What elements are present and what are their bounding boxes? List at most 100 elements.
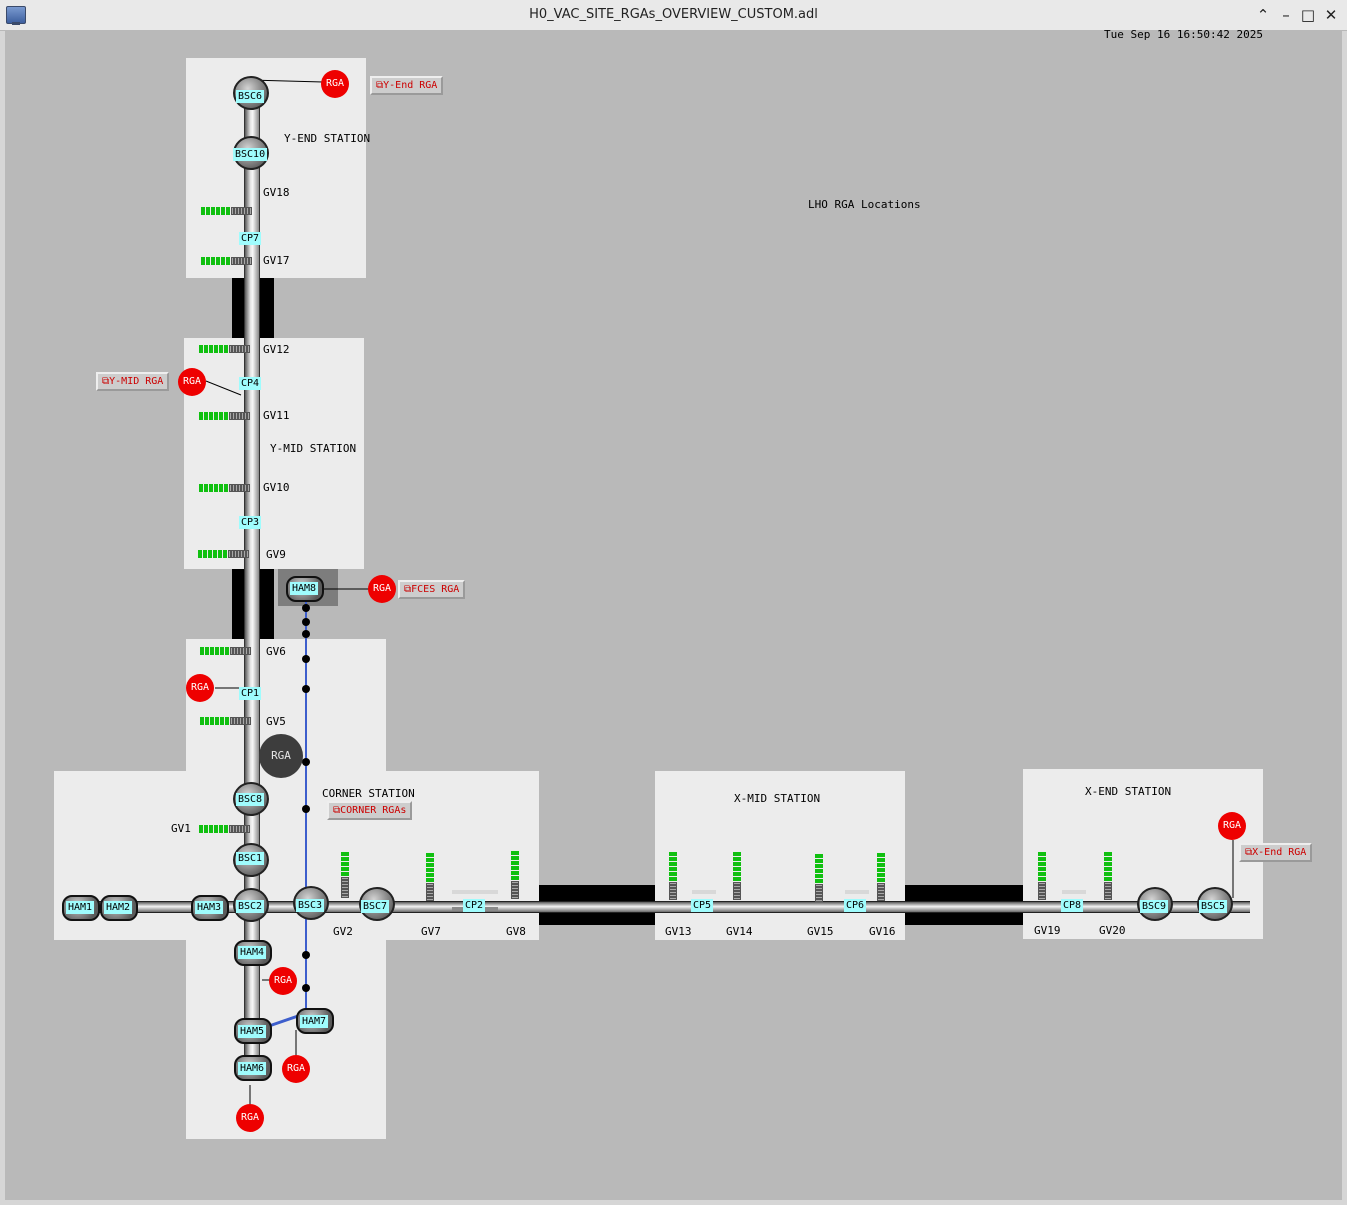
monitor-icon[interactable] xyxy=(6,6,26,25)
cp4-rga-link xyxy=(205,380,242,396)
minimize-icon[interactable]: – xyxy=(1282,6,1290,24)
link-node xyxy=(302,758,310,766)
gv11-gauge xyxy=(199,412,250,420)
gv10-gauge xyxy=(199,484,250,492)
y-mid-rga[interactable]: RGA xyxy=(178,368,206,396)
window-titlebar[interactable]: H0_VAC_SITE_RGAs_OVERVIEW_CUSTOM.adl ⌃ –… xyxy=(0,0,1347,31)
link-node xyxy=(302,951,310,959)
gv18-label: GV18 xyxy=(263,186,290,199)
gv20-gauge xyxy=(1104,852,1112,900)
gv8-label: GV8 xyxy=(506,925,526,938)
bsc2-label: BSC2 xyxy=(236,900,265,913)
gv12-gauge xyxy=(199,345,250,353)
link-node xyxy=(302,655,310,663)
cp2-bar-top xyxy=(452,890,498,894)
ham8-label: HAM8 xyxy=(290,582,319,595)
ham4-rga[interactable]: RGA xyxy=(269,967,297,995)
gv16-gauge xyxy=(877,853,885,901)
rga-connection-lines xyxy=(205,79,1234,1105)
x-mid-station-label: X-MID STATION xyxy=(734,792,821,805)
y-mid-rga-button[interactable]: ⧉Y-MID RGA xyxy=(96,372,170,391)
link-node xyxy=(302,805,310,813)
related-display-icon: ⧉ xyxy=(1245,847,1253,858)
gv2-label: GV2 xyxy=(333,925,353,938)
gv9-gauge xyxy=(198,550,249,558)
cp2-label[interactable]: CP2 xyxy=(463,899,486,912)
cp5-label[interactable]: CP5 xyxy=(691,899,714,912)
gv6-gauge xyxy=(200,647,251,655)
link-node xyxy=(302,604,310,612)
cp8-label[interactable]: CP8 xyxy=(1061,899,1084,912)
gv13-label: GV13 xyxy=(665,925,692,938)
timestamp: Tue Sep 16 16:50:42 2025 xyxy=(1104,28,1263,41)
x-end-rga[interactable]: RGA xyxy=(1218,812,1246,840)
fces-rga-button[interactable]: ⧉FCES RGA xyxy=(398,580,466,599)
gv17-gauge xyxy=(201,257,252,265)
gv11-label: GV11 xyxy=(263,409,290,422)
cp1-rga[interactable]: RGA xyxy=(186,674,214,702)
y-mid-station-label: Y-MID STATION xyxy=(270,442,357,455)
gv13-gauge xyxy=(669,852,677,900)
gv2-gauge xyxy=(341,852,349,898)
gv15-label: GV15 xyxy=(807,925,834,938)
cp7-label[interactable]: CP7 xyxy=(239,232,262,245)
cp8-bar xyxy=(1062,890,1086,894)
gv16-label: GV16 xyxy=(869,925,896,938)
related-display-icon: ⧉ xyxy=(102,376,110,387)
ham6-rga[interactable]: RGA xyxy=(236,1104,264,1132)
bsc6-label: BSC6 xyxy=(236,90,265,103)
corner-station-label: CORNER STATION xyxy=(322,787,415,800)
gv10-label: GV10 xyxy=(263,481,290,494)
y-end-station-label: Y-END STATION xyxy=(284,132,371,145)
gv12-label: GV12 xyxy=(263,343,290,356)
y-end-rga-button[interactable]: ⧉Y-End RGA xyxy=(370,76,444,95)
gv14-gauge xyxy=(733,852,741,900)
link-node xyxy=(302,630,310,638)
gv19-gauge xyxy=(1038,852,1046,900)
site-label: LHO RGA Locations xyxy=(808,198,921,211)
cp1-label[interactable]: CP1 xyxy=(239,687,262,700)
ham5-label: HAM5 xyxy=(238,1025,267,1038)
bsc3-label: BSC3 xyxy=(296,899,325,912)
related-display-icon: ⧉ xyxy=(376,80,384,91)
corner-rga-inactive[interactable]: RGA xyxy=(259,734,303,778)
ham1-label: HAM1 xyxy=(66,901,95,914)
ham2-label: HAM2 xyxy=(104,901,133,914)
bsc9-label: BSC9 xyxy=(1140,900,1169,913)
ham3-label: HAM3 xyxy=(195,901,224,914)
window-title: H0_VAC_SITE_RGAs_OVERVIEW_CUSTOM.adl xyxy=(529,7,818,22)
related-display-icon: ⧉ xyxy=(333,805,341,816)
gv18-gauge xyxy=(201,207,252,215)
x-end-station-label: X-END STATION xyxy=(1085,785,1172,798)
ham7-label: HAM7 xyxy=(300,1015,329,1028)
gv5-label: GV5 xyxy=(266,715,286,728)
fces-rga[interactable]: RGA xyxy=(368,575,396,603)
cp6-bar xyxy=(845,890,869,894)
close-icon[interactable]: ✕ xyxy=(1324,6,1338,24)
gv19-label: GV19 xyxy=(1034,924,1061,937)
link-node xyxy=(302,618,310,626)
bsc10-label: BSC10 xyxy=(233,148,268,161)
gv7-gauge xyxy=(426,853,434,901)
gv9-label: GV9 xyxy=(266,548,286,561)
ham6-label: HAM6 xyxy=(238,1062,267,1075)
medm-canvas: Tue Sep 16 16:50:42 2025 LHO RGA Locatio… xyxy=(5,28,1342,1200)
bsc8-label: BSC8 xyxy=(236,793,265,806)
cp6-label[interactable]: CP6 xyxy=(844,899,867,912)
ham8-to-ham7-link xyxy=(305,590,307,1010)
gv5-gauge xyxy=(200,717,251,725)
y-mid-station-panel xyxy=(184,338,364,569)
maximize-icon[interactable]: □ xyxy=(1300,6,1316,24)
ham4-label: HAM4 xyxy=(238,946,267,959)
x-end-rga-button[interactable]: ⧉X-End RGA xyxy=(1239,843,1313,862)
link-node xyxy=(302,984,310,992)
cp4-label[interactable]: CP4 xyxy=(239,377,262,390)
gv15-gauge xyxy=(815,854,823,902)
y-end-rga[interactable]: RGA xyxy=(321,70,349,98)
ham7-rga[interactable]: RGA xyxy=(282,1055,310,1083)
bsc7-label: BSC7 xyxy=(361,900,390,913)
cp5-bar xyxy=(692,890,716,894)
chevron-up-icon[interactable]: ⌃ xyxy=(1256,6,1270,24)
cp3-label[interactable]: CP3 xyxy=(239,516,262,529)
corner-rgas-button[interactable]: ⧉CORNER RGAs xyxy=(327,801,413,820)
